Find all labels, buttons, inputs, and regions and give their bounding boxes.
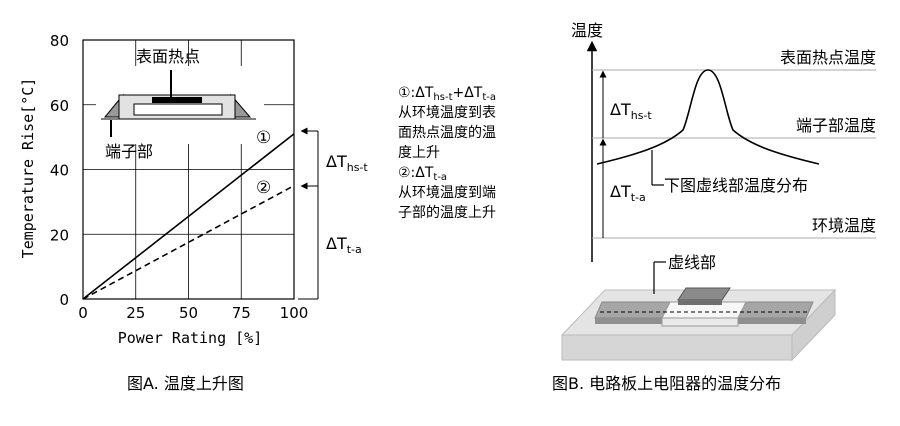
delta-hs-label: ΔThs-t [326,152,368,174]
resistor-film-b [677,287,731,301]
resistor-film-b-front [678,300,722,305]
left-pad-front [595,318,668,324]
delta-ta-label-b: ΔTt-a [610,182,646,204]
y-axis-label: Temperature Rise[°C] [19,78,37,259]
y-tick-label: 60 [50,97,69,115]
x-tick-label: 50 [179,304,198,322]
desc-line5: ②:ΔTt-a [398,165,447,183]
figure-a-caption: 图A. 温度上升图 [127,374,244,393]
desc-line6: 从环境温度到端 [398,185,496,201]
dashed-part-label: 虚线部 [668,253,716,272]
circuit-board [560,287,837,362]
delta-hs-label-b: ΔThs-t [610,100,652,122]
surface-level-label: 表面热点温度 [780,48,876,67]
desc-line7: 子部的温度上升 [398,205,496,221]
series-line-1 [82,133,295,300]
y-tick-label: 40 [50,162,69,180]
y-tick-label: 80 [50,32,69,50]
desc-line3: 面热点温度的温 [398,125,496,141]
delta-ta-label: ΔTt-a [326,234,362,256]
board-front [561,334,793,361]
inset-terminal-label: 端子部 [105,142,153,161]
resistor-chip-front [661,317,739,327]
plot-ticks: 0 25 50 75 100 0 20 40 60 80 [50,32,308,322]
resistor-inset [96,66,264,144]
curve-label: 下图虚线部温度分布 [664,176,808,195]
resistor-film [152,97,202,103]
temp-axis-title: 温度 [571,21,603,40]
desc-line4: 度上升 [398,145,440,161]
desc-line1: ①:ΔThs-t+ΔTt-a [398,85,496,103]
x-tick-label: 100 [280,304,309,322]
y-tick-label: 20 [50,226,69,244]
resistor-core [133,103,223,116]
x-axis-label: Power Rating [%] [118,329,263,347]
terminal-level-label: 端子部温度 [796,116,876,135]
figure-b: 温度 表面热点温度 端子部温度 环境温度 下图虚线部温度分布 ΔThs-t ΔT… [552,21,876,393]
x-tick-label: 75 [232,304,251,322]
x-tick-label: 0 [78,304,88,322]
y-tick-label: 0 [59,291,69,309]
board-side [791,288,836,362]
right-pad-front [733,318,806,324]
desc-line2: 从环境温度到表 [398,105,496,121]
x-tick-label: 25 [126,304,145,322]
plot-series [82,133,295,300]
middle-description: ①:ΔThs-t+ΔTt-a 从环境温度到表 面热点温度的温 度上升 ②:ΔTt… [398,85,496,221]
curve1-marker: ① [256,128,271,148]
temperature-distribution-curve [596,69,820,165]
ambient-level-label: 环境温度 [812,216,876,235]
inset-surface-label: 表面热点 [136,47,200,66]
figure-b-caption: 图B. 电路板上电阻器的温度分布 [552,374,781,393]
curve2-marker: ② [256,178,271,198]
delta-brackets [298,127,319,300]
figure-a: 0 25 50 75 100 0 20 40 60 80 Power Rating [%] Tem… [19,32,368,393]
